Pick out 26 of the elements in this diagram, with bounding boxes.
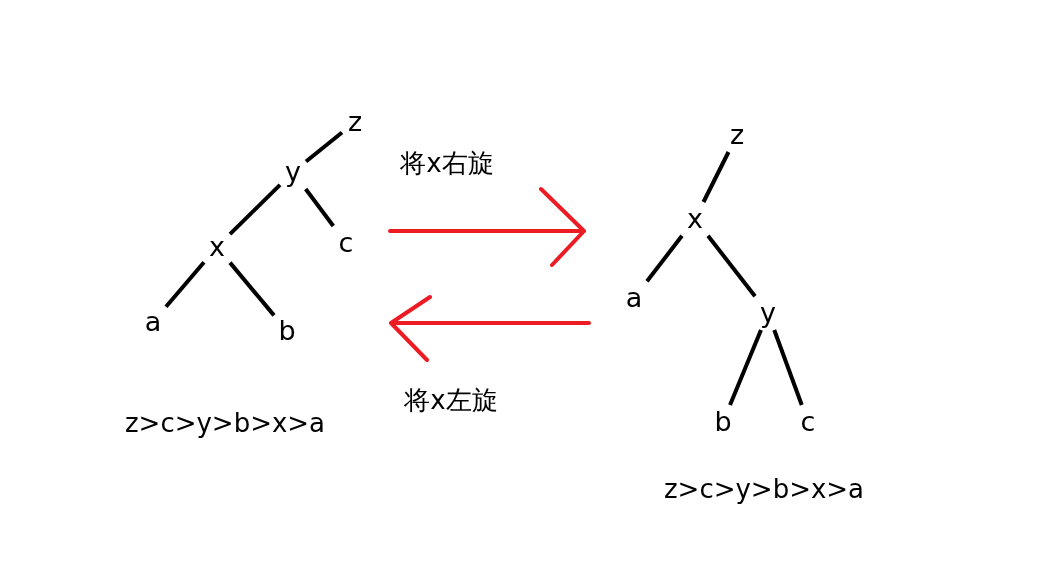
tree-edge xyxy=(228,183,282,236)
tree-node-label: a xyxy=(623,283,645,313)
tree-node-label: b xyxy=(712,407,734,437)
tree-edge xyxy=(772,329,804,406)
tree-node-label: x xyxy=(684,204,706,234)
tree-node-label: y xyxy=(757,298,779,328)
tree-edge xyxy=(645,234,684,283)
tree-edge xyxy=(304,187,335,228)
tree-edge xyxy=(706,234,757,298)
tree-node-label: z xyxy=(726,120,748,150)
tree-edge xyxy=(701,151,731,203)
ordering-text: z>c>y>b>x>a xyxy=(663,474,865,504)
ordering-text: z>c>y>b>x>a xyxy=(124,408,326,438)
rotation-label: 将x左旋 xyxy=(404,383,498,417)
tree-edge xyxy=(228,261,276,317)
tree-node-label: x xyxy=(206,232,228,262)
rotation-label: 将x右旋 xyxy=(400,146,494,180)
tree-node-label: c xyxy=(797,407,819,437)
tree-edge xyxy=(164,260,206,309)
tree-node-label: c xyxy=(335,228,357,258)
tree-node-label: b xyxy=(276,316,298,346)
tree-node-label: a xyxy=(142,307,164,337)
tree-node-label: z xyxy=(344,107,366,137)
tree-node-label: y xyxy=(282,157,304,187)
tree-edge xyxy=(304,130,344,164)
tree-edge xyxy=(728,329,763,406)
